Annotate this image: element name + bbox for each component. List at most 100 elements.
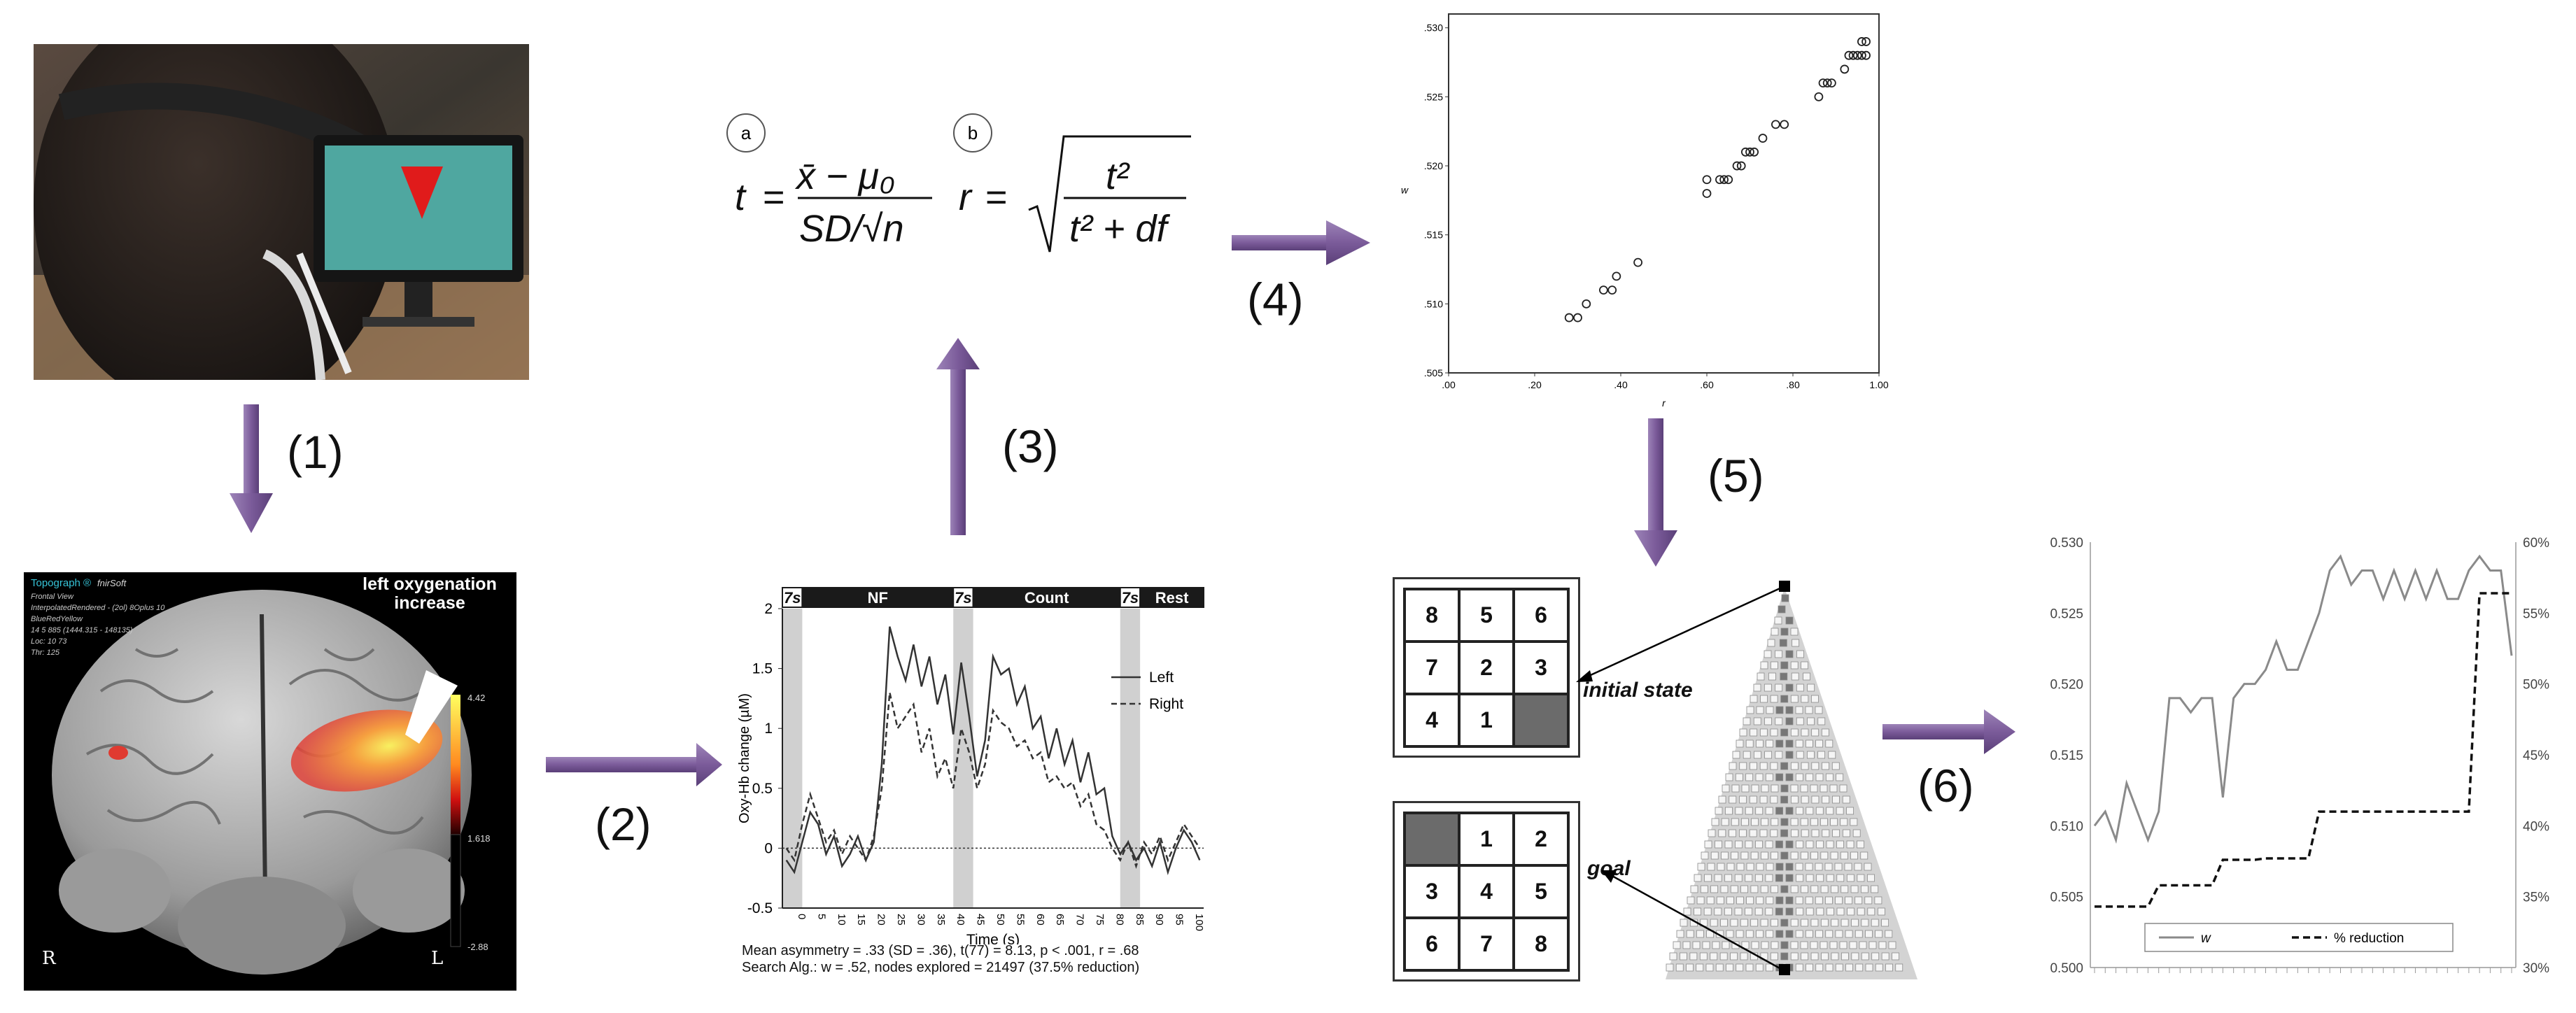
puzzle-tile: 5 — [1514, 865, 1568, 918]
x-tick-label: 30 — [915, 914, 927, 926]
search-node — [1690, 885, 1698, 893]
brain-info-line: BlueRedYellow — [31, 615, 83, 623]
scatter-point — [1861, 37, 1871, 46]
scatter-point — [1745, 147, 1754, 157]
search-node — [1750, 851, 1759, 860]
search-node — [1850, 851, 1858, 860]
search-node — [1820, 885, 1829, 893]
search-node — [1790, 784, 1799, 793]
y-tick-label: .510 — [1424, 298, 1443, 309]
search-node — [1780, 851, 1789, 860]
search-node — [1895, 963, 1903, 972]
search-node — [1825, 930, 1834, 938]
search-node — [1745, 874, 1753, 882]
participant-photo — [34, 44, 529, 380]
x-tick-label: 100 — [1193, 914, 1205, 931]
search-node — [1750, 695, 1758, 703]
x-tick-label: 35 — [935, 914, 947, 926]
step-label-5: (5) — [1708, 450, 1764, 502]
search-node — [1790, 885, 1799, 893]
search-node — [1785, 773, 1794, 781]
search-node — [1701, 851, 1709, 860]
search-node — [1673, 941, 1681, 949]
oxy-caption-1: Mean asymmetry = .33 (SD = .36), t(77) =… — [742, 943, 1139, 958]
search-node — [1785, 807, 1794, 815]
search-node — [1846, 874, 1854, 882]
search-node — [1720, 919, 1728, 927]
svg-text:t² + df: t² + df — [1069, 208, 1171, 250]
x-tick-label: .80 — [1786, 379, 1800, 390]
search-node — [1775, 874, 1783, 882]
search-node — [1735, 840, 1743, 849]
brain-info-line: Frontal View — [31, 593, 74, 601]
search-node — [1765, 773, 1773, 781]
search-node — [1821, 952, 1829, 961]
search-node — [1840, 885, 1849, 893]
search-node — [1820, 784, 1828, 793]
search-node — [1770, 829, 1778, 837]
search-node — [1820, 941, 1828, 949]
search-node — [1815, 863, 1823, 871]
search-node — [1806, 874, 1814, 882]
search-node — [1766, 896, 1774, 905]
search-node — [1803, 672, 1811, 681]
search-node — [1790, 829, 1799, 837]
search-node — [1815, 739, 1824, 748]
search-node — [1759, 762, 1768, 770]
search-node — [1764, 650, 1772, 658]
search-node — [1795, 739, 1803, 748]
x-tick-label: 25 — [895, 914, 907, 926]
search-node — [1759, 728, 1768, 737]
scatter-point — [1724, 175, 1733, 185]
search-node — [1766, 739, 1774, 748]
search-node — [1796, 751, 1804, 759]
search-node — [1854, 896, 1863, 905]
search-node — [1714, 907, 1722, 916]
puzzle-tile: 7 — [1459, 918, 1514, 970]
search-node — [1796, 907, 1804, 916]
x-tick-label: .20 — [1528, 379, 1542, 390]
search-node — [1865, 963, 1873, 972]
search-node — [1692, 941, 1701, 949]
search-node — [1790, 795, 1799, 804]
puzzle-tile: 2 — [1459, 642, 1514, 694]
search-node — [1839, 784, 1847, 793]
search-node — [1875, 930, 1883, 938]
search-node — [1771, 818, 1779, 826]
search-node — [1780, 661, 1789, 670]
scatter-point — [1818, 78, 1828, 88]
search-node — [1751, 818, 1759, 826]
search-node — [1746, 706, 1754, 714]
search-node — [1759, 829, 1768, 837]
search-node — [1726, 963, 1733, 972]
search-node — [1764, 751, 1773, 759]
svg-text:x̄ − μ₀: x̄ − μ₀ — [794, 155, 895, 197]
search-node — [1824, 896, 1833, 905]
search-node — [1801, 919, 1808, 927]
series-line-reduction — [2095, 592, 2512, 908]
search-node — [1755, 773, 1764, 781]
search-node — [1825, 739, 1834, 748]
brain-info-line: 14 5 885 (1444.315 - 148135) — [31, 626, 133, 635]
search-node — [1774, 616, 1782, 625]
search-node — [1810, 941, 1818, 949]
search-node — [1832, 829, 1840, 837]
search-node — [1725, 807, 1733, 815]
search-node — [1726, 896, 1734, 905]
search-node — [1779, 639, 1787, 647]
search-node — [1771, 919, 1778, 927]
x-tick-label: .00 — [1442, 379, 1456, 390]
search-node — [1770, 661, 1778, 670]
search-node — [1846, 807, 1854, 815]
search-node — [1715, 807, 1723, 815]
puzzle-tile: 3 — [1514, 642, 1568, 694]
search-node — [1760, 919, 1768, 927]
search-node — [1761, 851, 1768, 860]
search-node — [1734, 874, 1743, 882]
svg-text:=: = — [985, 176, 1008, 218]
search-node — [1740, 851, 1749, 860]
search-tree — [1576, 581, 1917, 979]
